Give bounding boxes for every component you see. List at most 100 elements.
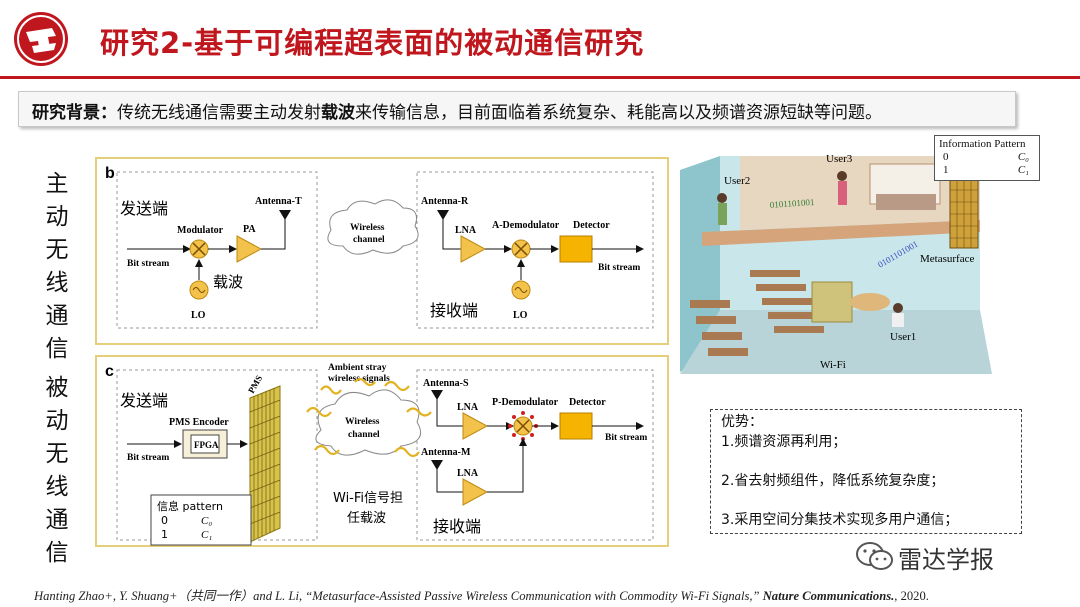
scene-stairs-left xyxy=(690,300,748,356)
scene-table xyxy=(850,293,890,311)
scene-bed xyxy=(876,194,936,210)
scene-metasurface-grid xyxy=(950,178,978,248)
panel-c-antenna-s-wire xyxy=(436,398,463,427)
panel-b-modulator-label: Modulator xyxy=(177,225,224,236)
active-char: 无 xyxy=(45,237,69,263)
panel-b-lna-label: LNA xyxy=(455,225,477,236)
panel-b-antenna-t-icon xyxy=(279,210,291,220)
active-char: 信 xyxy=(45,336,69,362)
panel-c-lna-s-label: LNA xyxy=(457,402,479,413)
indoor-scene-illustration: 0101101001 0101101001 User2 User3 User1 … xyxy=(680,153,992,374)
scene-info-header: Information Pattern xyxy=(939,138,1026,150)
title-divider xyxy=(0,76,1080,79)
panel-c-rx-label: 接收端 xyxy=(433,517,481,536)
panel-b-detector-box xyxy=(559,235,593,263)
pms-grid-lines xyxy=(249,388,281,540)
scene-stream-upper: 0101101001 xyxy=(769,197,814,210)
panel-c-pms-encoder-label: PMS Encoder xyxy=(169,417,229,428)
institution-logo xyxy=(14,12,68,66)
panel-c-detector-label: Detector xyxy=(569,397,606,408)
scene-upper-floor xyxy=(702,220,980,246)
advantage-item: 1.频谱资源再利用； xyxy=(721,434,847,450)
passive-comm-label: 被 动 无 线 通 信 xyxy=(42,372,72,570)
panel-b-channel-line2: channel xyxy=(353,235,385,245)
panel-b-pa-to-antenna xyxy=(261,218,286,250)
scene-user2-label: User2 xyxy=(724,175,750,187)
scene-user3-label: User3 xyxy=(826,153,853,165)
panel-b-tx-label: 发送端 xyxy=(120,199,168,218)
citation-year: , 2020. xyxy=(894,589,929,603)
panel-b-lo-wave xyxy=(192,287,206,293)
scene-stairs-right xyxy=(750,270,824,333)
panel-c-antenna-m-wire xyxy=(436,468,463,493)
panel-b-rx-frame xyxy=(416,171,654,329)
panel-b-carrier-label: 载波 xyxy=(213,273,243,291)
ambient-signal-waves xyxy=(306,377,432,458)
background-text-a: 传统无线通信需要主动发射 xyxy=(117,103,321,123)
active-char: 通 xyxy=(45,303,69,329)
panel-c-channel-line1: Wireless xyxy=(345,417,380,427)
panel-b-lo-rx-label: LO xyxy=(513,310,528,321)
background-bold-carrier: 载波 xyxy=(321,103,355,123)
panel-b-mixer-cross xyxy=(192,242,206,256)
panel-b-lna-amp xyxy=(460,235,487,263)
panel-c-lna-m-to-demod xyxy=(487,438,527,493)
citation: Hanting Zhao+, Y. Shuang+（共同一作）and L. Li… xyxy=(34,585,929,604)
panel-c-tx-label: 发送端 xyxy=(120,391,168,410)
panel-c-fpga-label: FPGA xyxy=(194,440,219,450)
scene-user3 xyxy=(837,171,847,181)
panel-c-table-header: 信息 pattern xyxy=(157,499,223,513)
panel-b-detector-label: Detector xyxy=(573,220,610,231)
panel-c-row2-b: C₁ xyxy=(201,529,212,541)
panel-c-antenna-m-label: Antenna-M xyxy=(421,447,471,458)
active-char: 动 xyxy=(45,204,69,230)
active-comm-label: 主 动 无 线 通 信 xyxy=(42,168,72,366)
panel-b-antenna-t-label: Antenna-T xyxy=(255,196,302,207)
panel-b-lo-tx-label: LO xyxy=(191,310,206,321)
panel-c-bitstream-out: Bit stream xyxy=(605,433,647,443)
advantage-item: 2.省去射频组件，降低系统复杂度； xyxy=(721,473,945,489)
pms-metasurface xyxy=(249,385,281,543)
page-title: 研究2-基于可编程超表面的被动通信研究 xyxy=(100,26,645,60)
scene-wifi-label: Wi-Fi xyxy=(820,359,846,371)
panel-b-channel-line1: Wireless xyxy=(350,223,385,233)
panel-b-rx-label: 接收端 xyxy=(430,301,478,320)
panel-b-pa-label: PA xyxy=(243,224,256,235)
panel-c-row1-b: C₀ xyxy=(201,515,212,527)
panel-b-antenna-r-wire xyxy=(442,218,461,250)
background-label: 研究背景： xyxy=(32,103,117,123)
panel-c-row1-a: 0 xyxy=(161,514,168,527)
scene-row1-b: C₀ xyxy=(1017,151,1029,163)
panel-c-info-table xyxy=(150,494,252,546)
advantage-item: 3.采用空间分集技术实现多用户通信； xyxy=(721,512,959,528)
citation-journal: Nature Communications. xyxy=(762,589,895,603)
panel-c-lna-m-label: LNA xyxy=(457,468,479,479)
panel-b-bitstream-out: Bit stream xyxy=(598,263,640,273)
panel-b-demod-label: A-Demodulator xyxy=(492,220,560,231)
background-text-b: 来传输信息，目前面临着系统复杂、耗能高以及频谱资源短缺等问题。 xyxy=(355,103,882,123)
scene-user2-body xyxy=(718,203,727,225)
scene-row2-b: C₁ xyxy=(1017,164,1029,176)
panel-c-channel-line2: channel xyxy=(348,430,380,440)
panel-c-letter: c xyxy=(105,363,114,380)
passive-char: 被 xyxy=(45,375,69,401)
scene-row2-a: 1 xyxy=(943,164,949,176)
panel-b-antenna-r-icon xyxy=(437,210,449,220)
scene-user3-body xyxy=(838,181,847,205)
panel-c-demod-label: P-Demodulator xyxy=(492,397,559,408)
panel-b-rx-lo-wave xyxy=(514,287,528,293)
panel-c-antenna-s-label: Antenna-S xyxy=(423,378,469,389)
scene-user1-body xyxy=(892,313,904,327)
panel-c-antenna-m-icon xyxy=(431,460,443,470)
panel-c-bitstream-in: Bit stream xyxy=(127,453,169,463)
passive-char: 信 xyxy=(45,540,69,566)
advantages-box: 优势： 1.频谱资源再利用； 2.省去射频组件，降低系统复杂度； 3.采用空间分… xyxy=(710,409,1022,534)
panel-c-wifi-carrier-1: Wi-Fi信号担 xyxy=(333,491,403,506)
panel-b-channel-cloud xyxy=(327,199,419,255)
citation-text: Hanting Zhao+, Y. Shuang+（共同一作）and L. Li… xyxy=(34,589,763,603)
panel-c-wifi-carrier-2: 任载波 xyxy=(347,511,386,526)
panel-b-letter: b xyxy=(105,165,115,182)
panel-b-bitstream-in: Bit stream xyxy=(127,259,169,269)
panel-c-row2-a: 1 xyxy=(161,528,168,541)
